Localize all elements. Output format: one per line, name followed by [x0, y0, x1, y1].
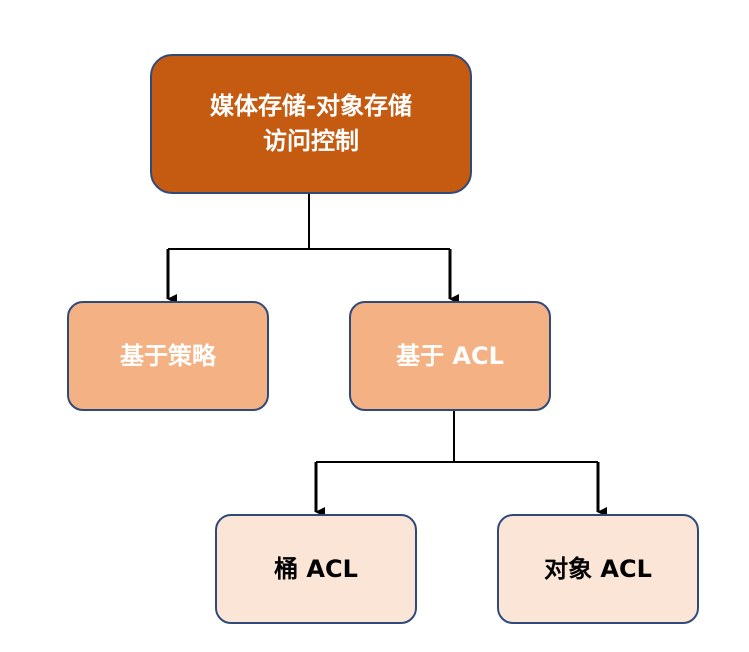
policy-based-node: 基于策略 — [67, 301, 269, 411]
bucket-acl-label: 桶 ACL — [274, 554, 358, 583]
bucket-acl-node: 桶 ACL — [215, 514, 417, 624]
policy-based-label: 基于策略 — [120, 341, 216, 370]
object-acl-label: 对象 ACL — [544, 554, 652, 583]
acl-based-node: 基于 ACL — [349, 301, 551, 411]
root-node: 媒体存储-对象存储 访问控制 — [150, 54, 472, 194]
acl-based-label: 基于 ACL — [396, 341, 504, 370]
object-acl-node: 对象 ACL — [497, 514, 699, 624]
root-node-label: 媒体存储-对象存储 访问控制 — [210, 92, 412, 155]
